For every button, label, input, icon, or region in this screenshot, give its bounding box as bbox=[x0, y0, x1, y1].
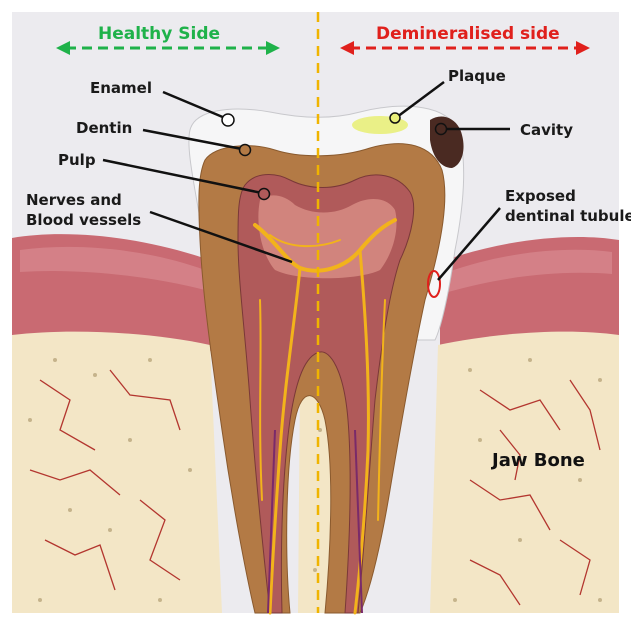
exposed-label-line2: dentinal tubule bbox=[505, 206, 631, 226]
enamel-label: Enamel bbox=[90, 78, 152, 98]
jaw-bone-right bbox=[430, 332, 619, 613]
cavity-label: Cavity bbox=[520, 120, 573, 140]
healthy-side-label: Healthy Side bbox=[98, 24, 220, 44]
jaw-bone-label: Jaw Bone bbox=[492, 450, 585, 471]
exposed-label-line1: Exposed bbox=[505, 186, 576, 206]
pulp-label: Pulp bbox=[58, 150, 96, 170]
jaw-bone-left bbox=[12, 332, 222, 613]
dentin-label: Dentin bbox=[76, 118, 132, 138]
demineralised-side-label: Demineralised side bbox=[376, 24, 560, 44]
nerves-label-line1: Nerves and bbox=[26, 190, 122, 210]
plaque-label: Plaque bbox=[448, 66, 506, 86]
nerves-label-line2: Blood vessels bbox=[26, 210, 141, 230]
